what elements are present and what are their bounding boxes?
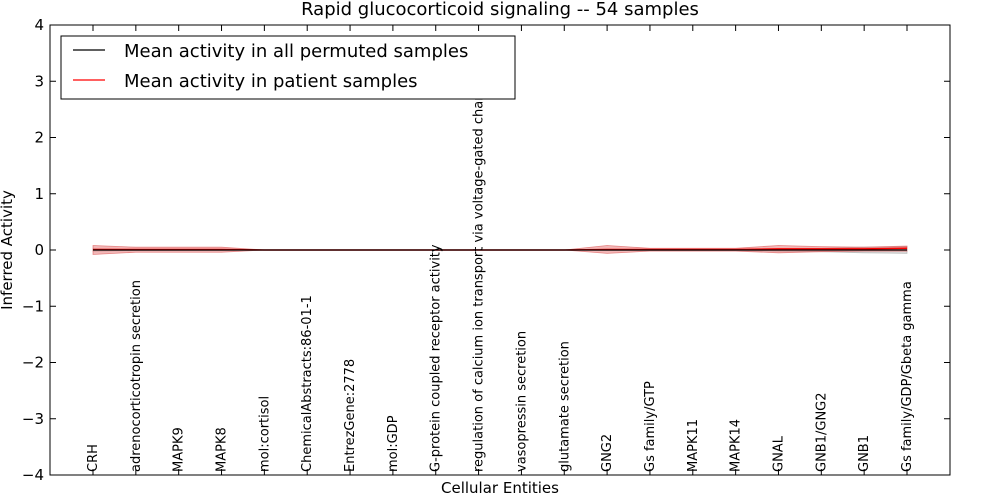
y-tick-label: −2 [22, 354, 44, 372]
category-label: mol:cortisol [257, 396, 272, 472]
category-label: MAPK14 [729, 419, 744, 472]
y-tick-label: −3 [22, 410, 44, 428]
chart-title: Rapid glucocorticoid signaling -- 54 sam… [301, 0, 699, 20]
x-axis-label: Cellular Entities [441, 479, 559, 497]
category-label: GNAL [772, 435, 787, 472]
category-label: G-protein coupled receptor activity [429, 244, 444, 472]
legend-box [60, 35, 516, 100]
y-tick-label: −1 [22, 297, 44, 315]
y-tick-label: −4 [22, 466, 44, 484]
category-label: Gs family/GTP [643, 381, 658, 472]
x-axis [92, 25, 908, 475]
category-label: GNG2 [600, 434, 615, 472]
y-tick-label: 3 [34, 72, 44, 90]
category-label: MAPK8 [215, 427, 230, 472]
y-axis: −4 −3 −2 −1 0 1 2 3 4 [22, 16, 950, 484]
y-tick-label: 0 [34, 241, 44, 259]
category-label: MAPK11 [686, 419, 701, 472]
y-tick-label: 2 [34, 129, 44, 147]
legend-label-permuted: Mean activity in all permuted samples [124, 41, 468, 62]
category-label: EntrezGene:2778 [343, 359, 358, 472]
category-label: regulation of calcium ion transport via … [472, 73, 487, 472]
category-label: GNB1/GNG2 [814, 392, 829, 472]
y-tick-label: 4 [34, 16, 44, 34]
category-label: Gs family/GDP/Gbeta gamma [900, 281, 915, 472]
category-label: MAPK9 [172, 427, 187, 472]
category-label: glutamate secretion [557, 341, 572, 472]
category-label: vasopressin secretion [514, 331, 529, 472]
category-label: ChemicalAbstracts:86-01-1 [300, 295, 315, 472]
series-lines [93, 247, 908, 251]
legend: Mean activity in all permuted samples Me… [60, 35, 516, 100]
category-label: adrenocorticotropin secretion [129, 280, 144, 472]
category-label: mol:GDP [386, 415, 401, 472]
legend-label-patient: Mean activity in patient samples [124, 71, 418, 92]
category-label: CRH [86, 444, 101, 472]
category-label: GNB1 [857, 435, 872, 472]
y-tick-label: 1 [34, 185, 44, 203]
y-axis-label: Inferred Activity [0, 190, 16, 310]
